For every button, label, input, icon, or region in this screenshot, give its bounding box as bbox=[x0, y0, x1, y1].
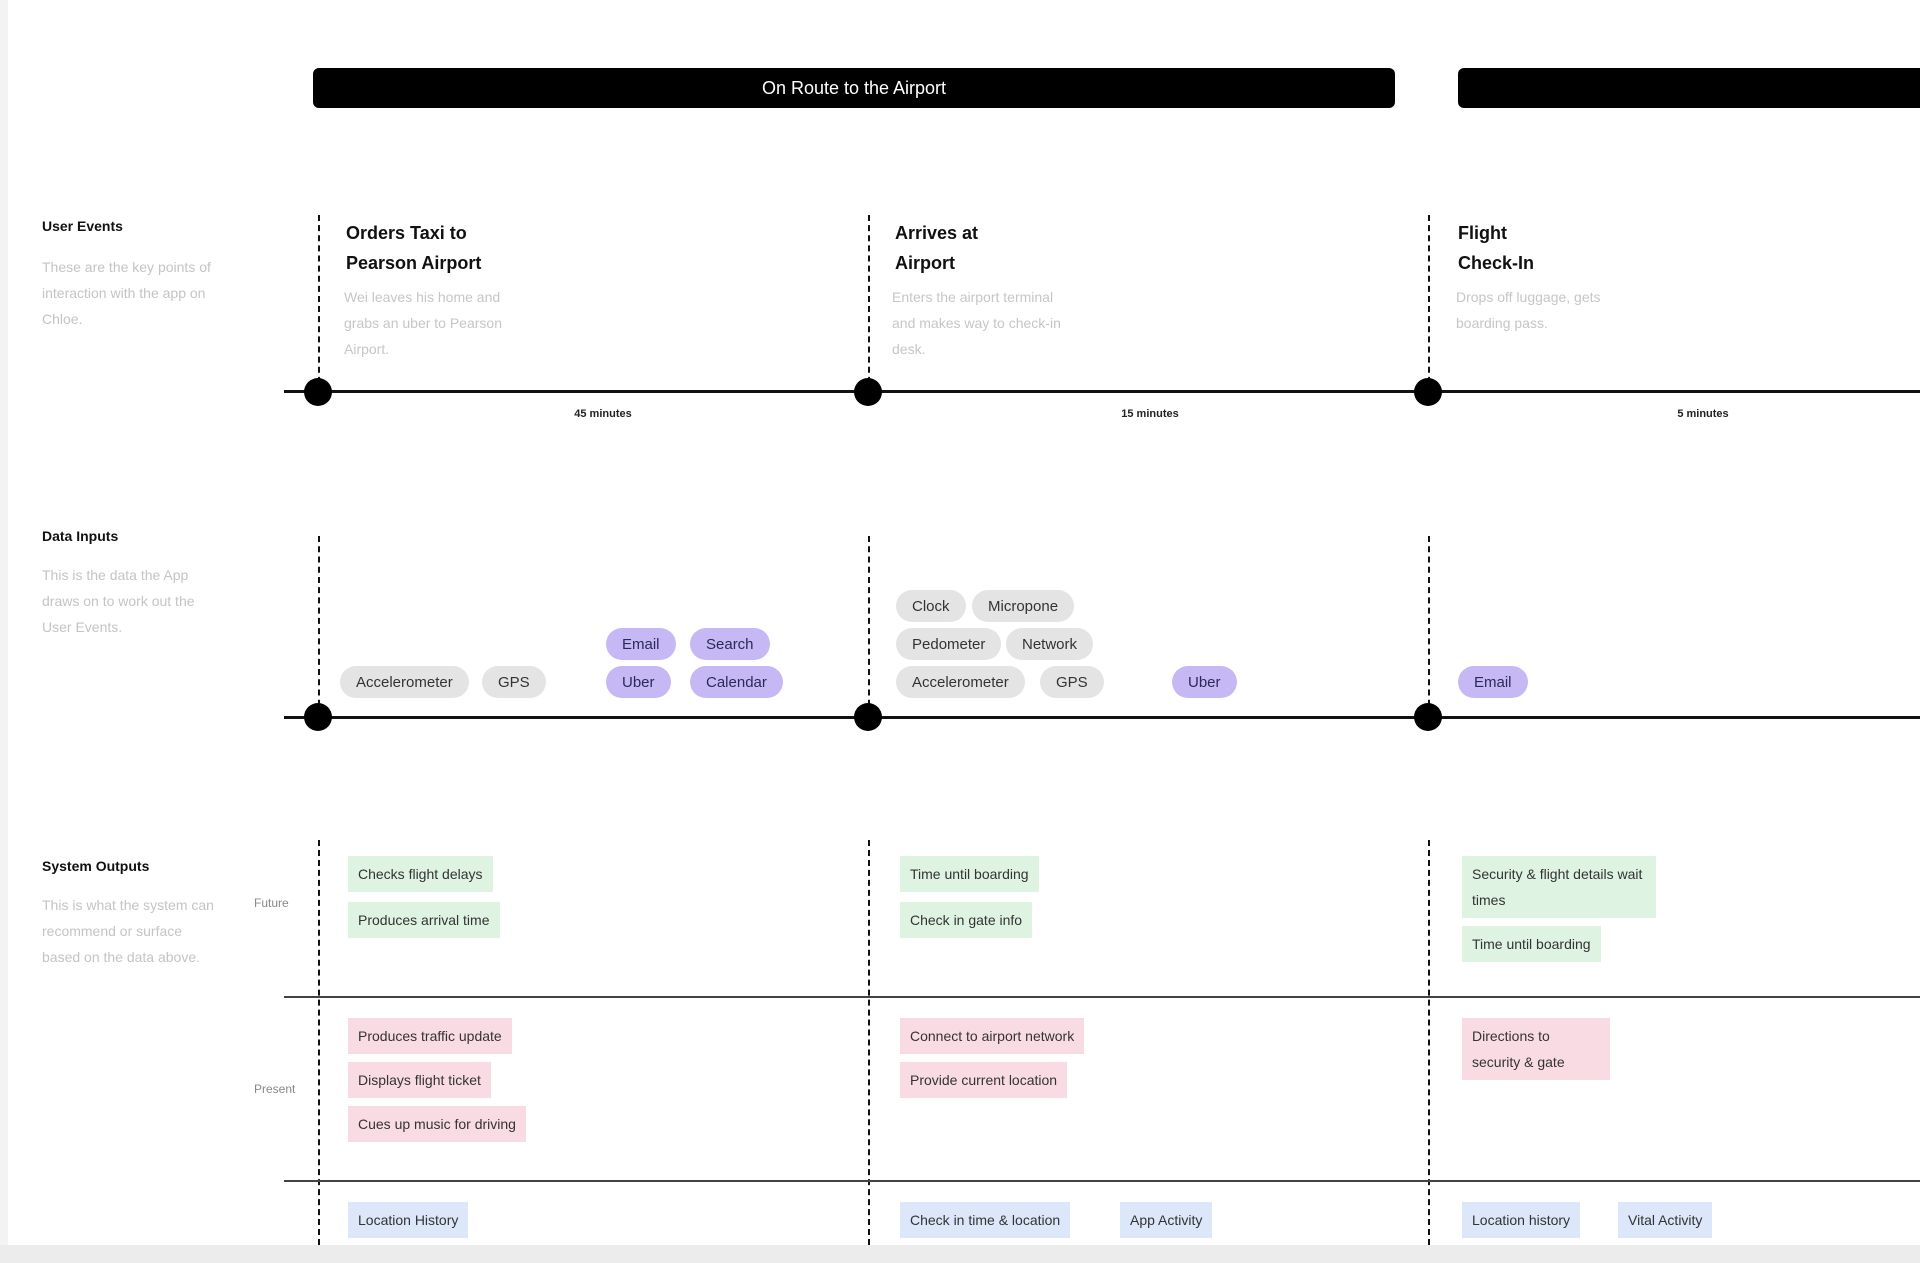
output-tag-future[interactable]: Check in gate info bbox=[900, 902, 1033, 938]
output-tag-present[interactable]: Cues up music for driving bbox=[348, 1106, 526, 1142]
output-tag-present[interactable]: Provide current location bbox=[900, 1062, 1068, 1098]
timeline-user-events bbox=[284, 390, 1920, 393]
output-tag-present[interactable]: Connect to airport network bbox=[900, 1018, 1085, 1054]
event-title-arrives-airport[interactable]: Arrives at Airport bbox=[895, 218, 1095, 278]
event-title-line: Check-In bbox=[1458, 253, 1535, 273]
phase-label: On Route to the Airport bbox=[761, 77, 947, 98]
timeline-node[interactable] bbox=[1414, 378, 1442, 406]
output-tag-present[interactable]: Produces traffic update bbox=[348, 1018, 512, 1054]
lane-title-system-outputs: System Outputs bbox=[42, 858, 150, 874]
input-guide-1 bbox=[318, 536, 320, 716]
duration-label: 45 minutes bbox=[574, 408, 632, 420]
output-tag-past[interactable]: Location history bbox=[1462, 1202, 1581, 1238]
input-pill-accelerometer[interactable]: Accelerometer bbox=[896, 666, 1025, 698]
timeline-node[interactable] bbox=[304, 378, 332, 406]
timeline-node[interactable] bbox=[304, 703, 332, 731]
output-tag-present[interactable]: Displays flight ticket bbox=[348, 1062, 491, 1098]
timeline-data-inputs bbox=[284, 716, 1920, 719]
input-pill-clock[interactable]: Clock bbox=[896, 590, 966, 622]
event-title-line: Flight bbox=[1458, 223, 1507, 243]
input-pill-microphone[interactable]: Micropone bbox=[972, 590, 1075, 622]
input-pill-search[interactable]: Search bbox=[690, 628, 770, 660]
output-tag-past[interactable]: Location History bbox=[348, 1202, 469, 1238]
row-separator-future-present bbox=[284, 996, 1920, 998]
output-tag-future[interactable]: Checks flight delays bbox=[348, 856, 493, 892]
lane-title-data-inputs: Data Inputs bbox=[42, 528, 119, 544]
event-desc-check-in: Drops off luggage, gets boarding pass. bbox=[1456, 289, 1601, 331]
timeline-node[interactable] bbox=[854, 378, 882, 406]
input-pill-calendar[interactable]: Calendar bbox=[690, 666, 783, 698]
input-pill-accelerometer[interactable]: Accelerometer bbox=[340, 666, 469, 698]
event-guide-2 bbox=[868, 215, 870, 393]
duration-label: 15 minutes bbox=[1121, 408, 1179, 420]
event-title-check-in[interactable]: Flight Check-In bbox=[1458, 218, 1658, 278]
lane-title-user-events: User Events bbox=[42, 218, 123, 234]
input-pill-uber[interactable]: Uber bbox=[606, 666, 671, 698]
output-tag-future[interactable]: Time until boarding bbox=[1462, 926, 1601, 962]
lane-desc-data-inputs: This is the data the App draws on to wor… bbox=[42, 567, 195, 635]
input-pill-email[interactable]: Email bbox=[1458, 666, 1528, 698]
output-tag-future[interactable]: Time until boarding bbox=[900, 856, 1039, 892]
output-tag-past[interactable]: Check in time & location bbox=[900, 1202, 1071, 1238]
event-desc-orders-taxi: Wei leaves his home and grabs an uber to… bbox=[344, 289, 502, 357]
output-tag-past[interactable]: App Activity bbox=[1120, 1202, 1213, 1238]
left-edge-shadow bbox=[0, 0, 8, 1263]
input-pill-uber[interactable]: Uber bbox=[1172, 666, 1237, 698]
phase-bar-on-route[interactable]: On Route to the Airport bbox=[313, 68, 1395, 108]
row-label-present: Present bbox=[254, 1082, 296, 1096]
event-title-line: Orders Taxi to bbox=[346, 223, 467, 243]
event-desc-arrives-airport: Enters the airport terminal and makes wa… bbox=[892, 289, 1061, 357]
input-pill-pedometer[interactable]: Pedometer bbox=[896, 628, 1002, 660]
duration-label: 5 minutes bbox=[1677, 408, 1729, 420]
input-pill-network[interactable]: Network bbox=[1006, 628, 1094, 660]
row-label-future: Future bbox=[254, 896, 289, 910]
input-pill-gps[interactable]: GPS bbox=[482, 666, 546, 698]
input-pill-email[interactable]: Email bbox=[606, 628, 676, 660]
output-tag-past[interactable]: Vital Activity bbox=[1618, 1202, 1713, 1238]
timeline-node[interactable] bbox=[1414, 703, 1442, 731]
event-title-line: Arrives at bbox=[895, 223, 979, 243]
phase-bar-next[interactable] bbox=[1458, 68, 1920, 108]
event-title-orders-taxi[interactable]: Orders Taxi to Pearson Airport bbox=[346, 218, 546, 278]
event-title-line: Pearson Airport bbox=[346, 253, 482, 273]
event-guide-1 bbox=[318, 215, 320, 393]
event-guide-3 bbox=[1428, 215, 1430, 393]
output-tag-future[interactable]: Produces arrival time bbox=[348, 902, 500, 938]
row-separator-present-past bbox=[284, 1180, 1920, 1182]
output-tag-present[interactable]: Directions to security & gate bbox=[1462, 1018, 1610, 1080]
event-title-line: Airport bbox=[895, 253, 955, 273]
bottom-edge-shadow bbox=[0, 1245, 1920, 1263]
input-pill-gps[interactable]: GPS bbox=[1040, 666, 1104, 698]
output-tag-future[interactable]: Security & flight details wait times bbox=[1462, 856, 1656, 918]
output-guide-3 bbox=[1428, 840, 1430, 1245]
output-guide-1 bbox=[318, 840, 320, 1245]
lane-desc-user-events: These are the key points of interaction … bbox=[42, 259, 211, 327]
input-guide-2 bbox=[868, 536, 870, 716]
output-guide-2 bbox=[868, 840, 870, 1245]
timeline-node[interactable] bbox=[854, 703, 882, 731]
lane-desc-system-outputs: This is what the system can recommend or… bbox=[42, 897, 214, 965]
input-guide-3 bbox=[1428, 536, 1430, 716]
